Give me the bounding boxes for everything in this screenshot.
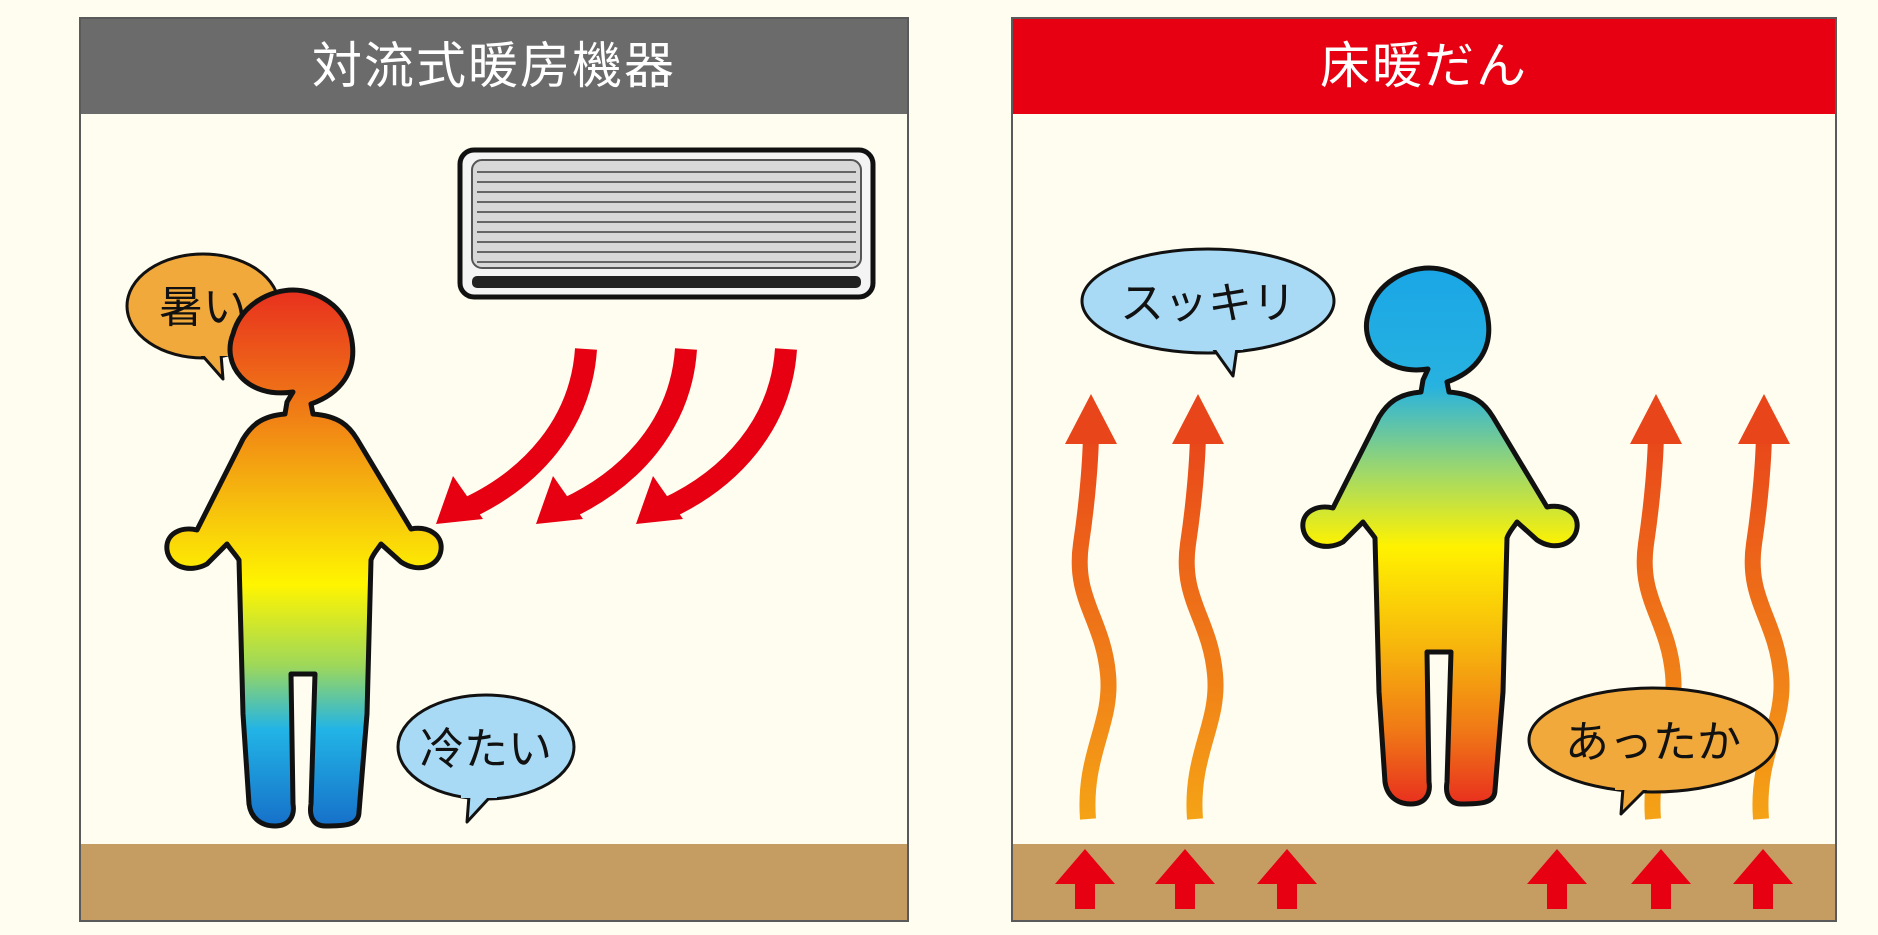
floor [1013,844,1835,920]
floor-heating-title: 床暖だん [1013,19,1835,114]
cold-air-arrowheads [436,476,683,524]
convection-heater-title: 対流式暖房機器 [81,19,907,114]
floor-heating-illustration: スッキリ あったか [1013,247,1835,920]
rising-heat-arrowheads [1065,394,1790,444]
cold-air-flow-arrows [461,348,797,519]
hot-bubble-text: 暑い [159,282,247,333]
floor [81,844,907,920]
air-conditioner-icon [457,147,876,300]
cold-speech-bubble: 冷たい [396,693,576,824]
warm-speech-bubble: あったか [1527,686,1779,816]
convection-heater-illustration: 暑い 冷たい [81,147,907,920]
warm-bubble-text: あったか [1565,717,1741,768]
floor-heat-up-arrows [1055,849,1793,909]
floor-heating-panel: 床暖だん [1011,17,1837,922]
refreshed-bubble-text: スッキリ [1120,278,1296,329]
person-figure-icon [1300,265,1580,807]
refreshed-speech-bubble: スッキリ [1080,247,1336,378]
person-figure-icon [164,287,444,829]
convection-heater-panel: 対流式暖房機器 [79,17,909,922]
cold-bubble-text: 冷たい [420,724,552,775]
